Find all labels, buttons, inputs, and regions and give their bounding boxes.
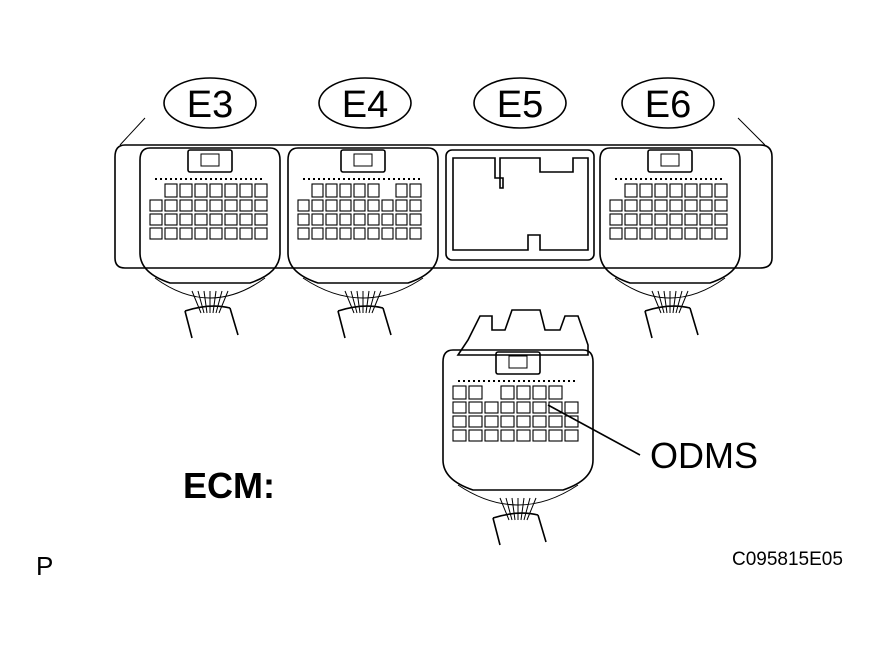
odms-leader-line	[547, 404, 641, 456]
connector-label-e4: E4	[318, 77, 412, 129]
connector-id-e3: E3	[187, 84, 233, 126]
connector-id-e6: E6	[645, 84, 691, 126]
connector-odms	[442, 349, 594, 546]
connector-e6	[599, 147, 741, 339]
connector-e3	[139, 147, 281, 339]
connector-odms-detail	[456, 309, 589, 356]
figure-code: C095815E05	[732, 549, 843, 570]
ecm-housing	[114, 117, 773, 269]
connector-id-e4: E4	[342, 84, 388, 126]
ecm-label: ECM:	[183, 465, 275, 506]
connectors-layer	[139, 147, 741, 546]
connector-e4	[287, 147, 439, 339]
odms-label: ODMS	[650, 435, 758, 476]
connector-label-e5: E5	[473, 77, 567, 129]
connector-e5-socket	[445, 149, 595, 261]
connector-id-e5: E5	[497, 84, 543, 126]
connector-label-e6: E6	[621, 77, 715, 129]
connector-label-e3: E3	[163, 77, 257, 129]
page-mark: P	[36, 551, 53, 581]
